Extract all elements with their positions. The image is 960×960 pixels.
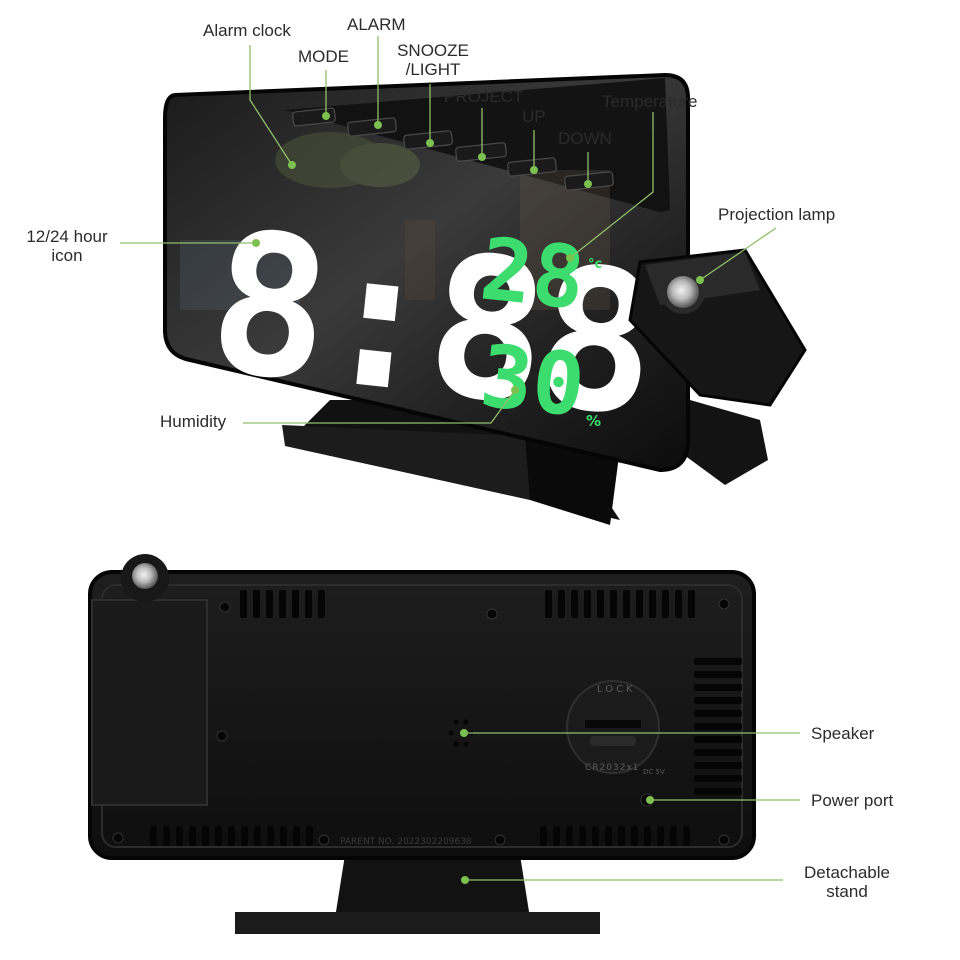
- projector-head: [628, 248, 807, 407]
- battery-compartment: LOCK CR2032x1 DC 5V: [566, 680, 665, 776]
- alarm-button[interactable]: [347, 117, 397, 137]
- stand-line1: Detachable: [803, 863, 890, 882]
- mirror-reflection: [180, 132, 610, 310]
- back-callout-dots: [460, 729, 654, 884]
- dc-label: DC 5V: [643, 768, 665, 776]
- side-vents: [694, 658, 742, 795]
- front-stand-foot: [282, 425, 530, 500]
- temperature-value: 28: [476, 219, 589, 329]
- back-stand: [335, 855, 530, 918]
- detachable-stand-label: Detachable stand: [792, 863, 902, 901]
- temperature-unit: °c: [588, 257, 602, 272]
- back-callouts: [464, 732, 800, 881]
- alarm-label: ALARM: [347, 15, 406, 34]
- down-label: DOWN: [558, 129, 612, 148]
- back-view: LOCK CR2032x1 DC 5V PARENT NO. 202230220…: [88, 554, 756, 934]
- speaker-grill: [448, 719, 474, 747]
- front-callout-dots: [252, 112, 704, 394]
- time-display: 8:88: [200, 188, 659, 459]
- snooze-line1: SNOOZE: [397, 41, 469, 60]
- power-port-label: Power port: [811, 791, 894, 810]
- speaker-label: Speaker: [811, 724, 875, 743]
- battery-type-label: CR2032x1: [585, 763, 640, 773]
- projection-lamp-label: Projection lamp: [718, 205, 836, 224]
- snooze-light-label: SNOOZE /LIGHT: [393, 41, 473, 79]
- parent-no-label: PARENT NO. 2022302209638: [340, 837, 472, 847]
- mode-label: MODE: [298, 47, 349, 66]
- up-label: UP: [522, 107, 546, 126]
- bottom-vents: [150, 826, 690, 846]
- back-stand-foot: [235, 912, 600, 934]
- front-view: 8:88 28 °c 30 %: [163, 72, 807, 525]
- project-label: PROJECT: [444, 87, 524, 106]
- temperature-label: Temperature: [602, 92, 698, 111]
- screws: [112, 598, 730, 846]
- snooze-line2: /LIGHT: [405, 60, 461, 79]
- humidity-label: Humidity: [160, 412, 227, 431]
- hour-icon-line2: icon: [51, 246, 83, 265]
- alarm-clock-label: Alarm clock: [203, 21, 291, 40]
- battery-lock-label: LOCK: [597, 684, 636, 695]
- stand-line2: stand: [826, 882, 868, 901]
- humidity-unit: %: [586, 412, 601, 430]
- back-body: [88, 570, 756, 860]
- front-callouts: [120, 36, 777, 424]
- top-vents: [240, 590, 695, 618]
- hour-icon-label: 12/24 hour icon: [14, 227, 120, 265]
- hour-icon-line1: 12/24 hour: [26, 227, 108, 246]
